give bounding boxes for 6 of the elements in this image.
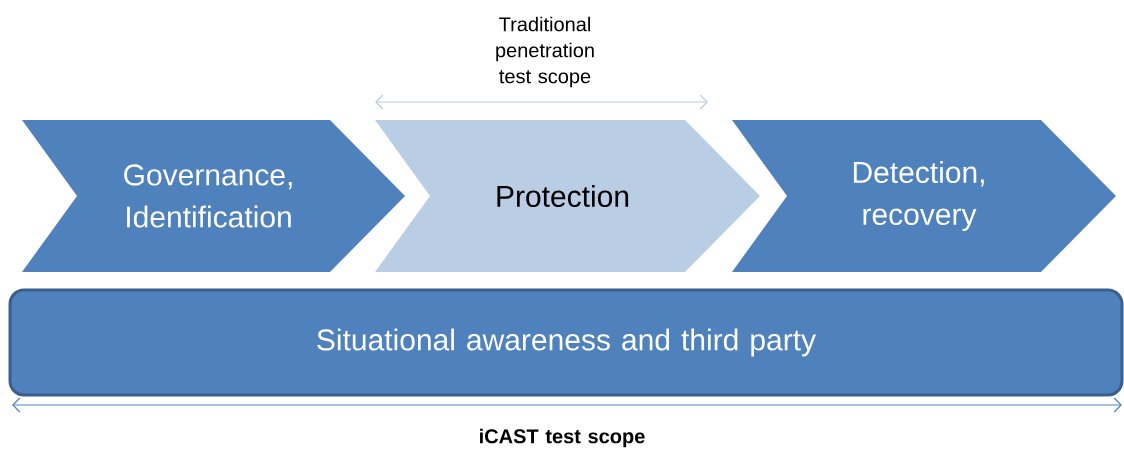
process-step: Protection <box>375 120 760 272</box>
process-step: Detection, recovery <box>732 120 1116 272</box>
process-step: Governance, Identification <box>22 120 405 272</box>
rounded-box: Situational awareness and third party <box>8 288 1124 397</box>
dimension-label: iCAST test scope <box>480 428 645 448</box>
dimension-label: Traditional penetration test scope <box>496 16 594 88</box>
